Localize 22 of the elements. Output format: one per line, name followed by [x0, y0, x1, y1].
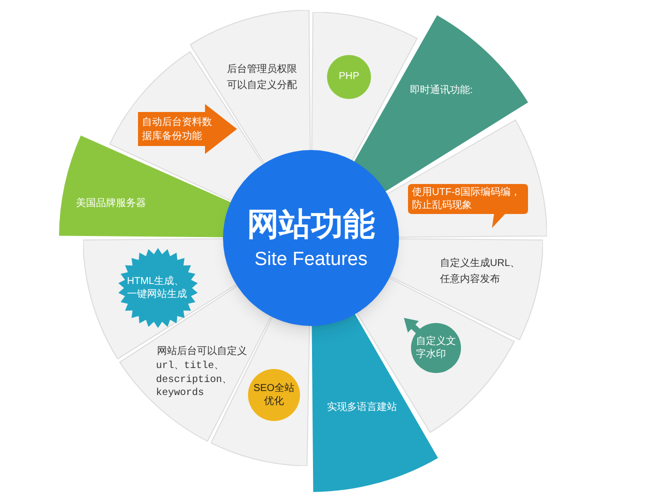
wedge-segment	[385, 119, 547, 238]
keywords-text: url、title、description、keywords	[156, 360, 234, 400]
arrow-banner	[138, 104, 237, 154]
segment-label: 网站后台可以自定义	[157, 344, 248, 359]
starburst-badge	[118, 248, 198, 328]
banner-text: 自动后台资料数据库备份功能	[142, 116, 213, 144]
segment-label: 自定义生成URL、任意内容发布	[440, 256, 522, 287]
badge-label: PHP	[338, 71, 360, 83]
bubble-text: 使用UTF-8国际编码编，防止乱码现象	[412, 186, 522, 212]
circle-badge	[402, 316, 462, 374]
wedge-segment	[311, 312, 438, 492]
badge-label: SEO全站优化	[252, 382, 296, 408]
segment-label: 美国品牌服务器	[76, 197, 147, 210]
subtitle-text: Site Features	[254, 248, 368, 272]
title-text: 网站功能	[246, 205, 376, 243]
segment-label: 后台管理员权限可以自定义分配	[227, 62, 298, 93]
speech-bubble	[408, 184, 528, 228]
wedge-segment	[83, 238, 239, 359]
segment-label: 实现多语言建站	[327, 401, 398, 414]
segment-label: 即时通讯功能:	[410, 84, 474, 97]
badge-label: HTML生成、一键网站生成	[127, 275, 188, 301]
badge-label: 自定义文字水印	[416, 335, 457, 361]
